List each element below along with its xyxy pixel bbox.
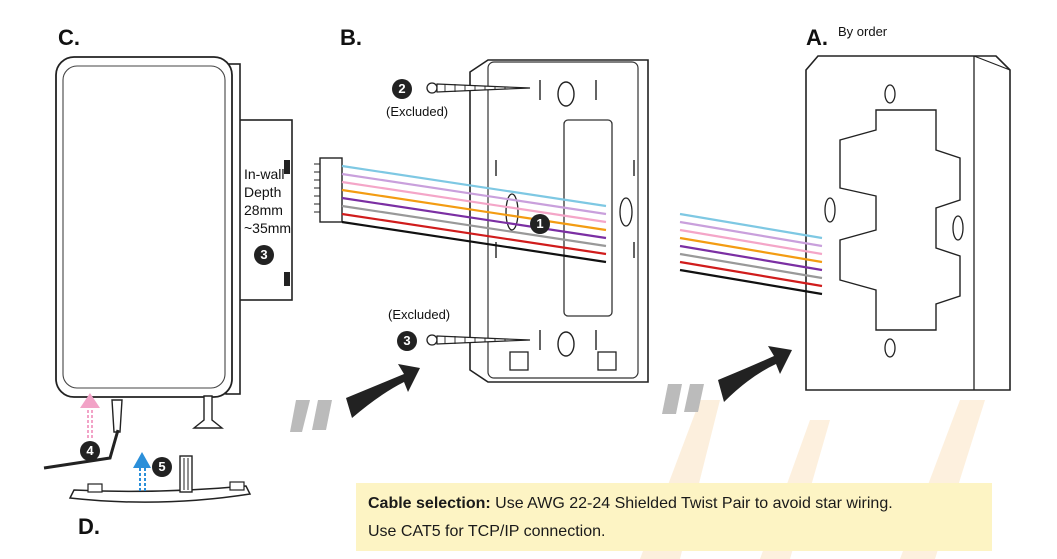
wire-a-7 <box>679 268 823 296</box>
cable-note-line-2: Use CAT5 for TCP/IP connection. <box>368 523 606 540</box>
in-wall-depth-text: In-wall Depth 28mm ~35mm <box>244 165 291 237</box>
marker-2: 2 <box>392 79 412 99</box>
in-wall-line-4: ~35mm <box>244 220 292 236</box>
wire-b-6 <box>341 212 607 256</box>
arrow-b-to-c <box>290 364 420 432</box>
wire-a-2 <box>679 228 823 256</box>
wire-bundle-b <box>341 164 607 264</box>
step-label-c: C. <box>58 25 80 50</box>
wire-b-2 <box>341 180 607 224</box>
in-wall-line-3: 28mm <box>244 202 283 218</box>
wire-b-5 <box>341 204 607 248</box>
screw-top <box>426 82 531 94</box>
wire-a-5 <box>679 252 823 280</box>
marker-1: 1 <box>530 214 550 234</box>
cable-connector <box>314 157 343 223</box>
wire-a-6 <box>679 260 823 288</box>
screw-bottom <box>426 334 531 346</box>
step-label-a: A. <box>806 25 828 50</box>
wire-b-3 <box>341 188 607 232</box>
marker-3-screw: 3 <box>397 331 417 351</box>
cable-note-heading: Cable selection: <box>368 495 491 512</box>
step-label-d: D. <box>78 514 100 539</box>
step-label-b: B. <box>340 25 362 50</box>
wire-a-0 <box>679 212 823 240</box>
cable-note-line-1: Cable selection: Use AWG 22-24 Shielded … <box>368 495 893 513</box>
excluded-label-bottom: (Excluded) <box>388 307 451 322</box>
bottom-cover-d <box>43 393 252 503</box>
wire-bundle-a <box>679 212 823 296</box>
arrow-a-to-b <box>662 346 792 414</box>
cable-note-text-1: Use AWG 22-24 Shielded Twist Pair to avo… <box>490 495 893 512</box>
excluded-label-top: (Excluded) <box>386 104 449 119</box>
cable-selection-note: Cable selection: Use AWG 22-24 Shielded … <box>356 483 992 551</box>
wire-a-1 <box>679 220 823 248</box>
by-order-note: By order <box>838 24 888 39</box>
wire-b-7 <box>341 220 607 264</box>
wall-box-a <box>805 55 1011 391</box>
mounting-plate-b <box>426 59 649 383</box>
wire-b-1 <box>341 172 607 216</box>
wire-a-4 <box>679 244 823 272</box>
marker-5: 5 <box>152 457 172 477</box>
wire-b-0 <box>341 164 607 208</box>
in-wall-line-2: Depth <box>244 184 282 200</box>
marker-3-depth: 3 <box>254 245 274 265</box>
reader-device-c <box>55 56 293 398</box>
marker-4: 4 <box>80 441 100 461</box>
in-wall-line-1: In-wall <box>244 166 285 182</box>
wire-a-3 <box>679 236 823 264</box>
wire-b-4 <box>341 196 607 240</box>
